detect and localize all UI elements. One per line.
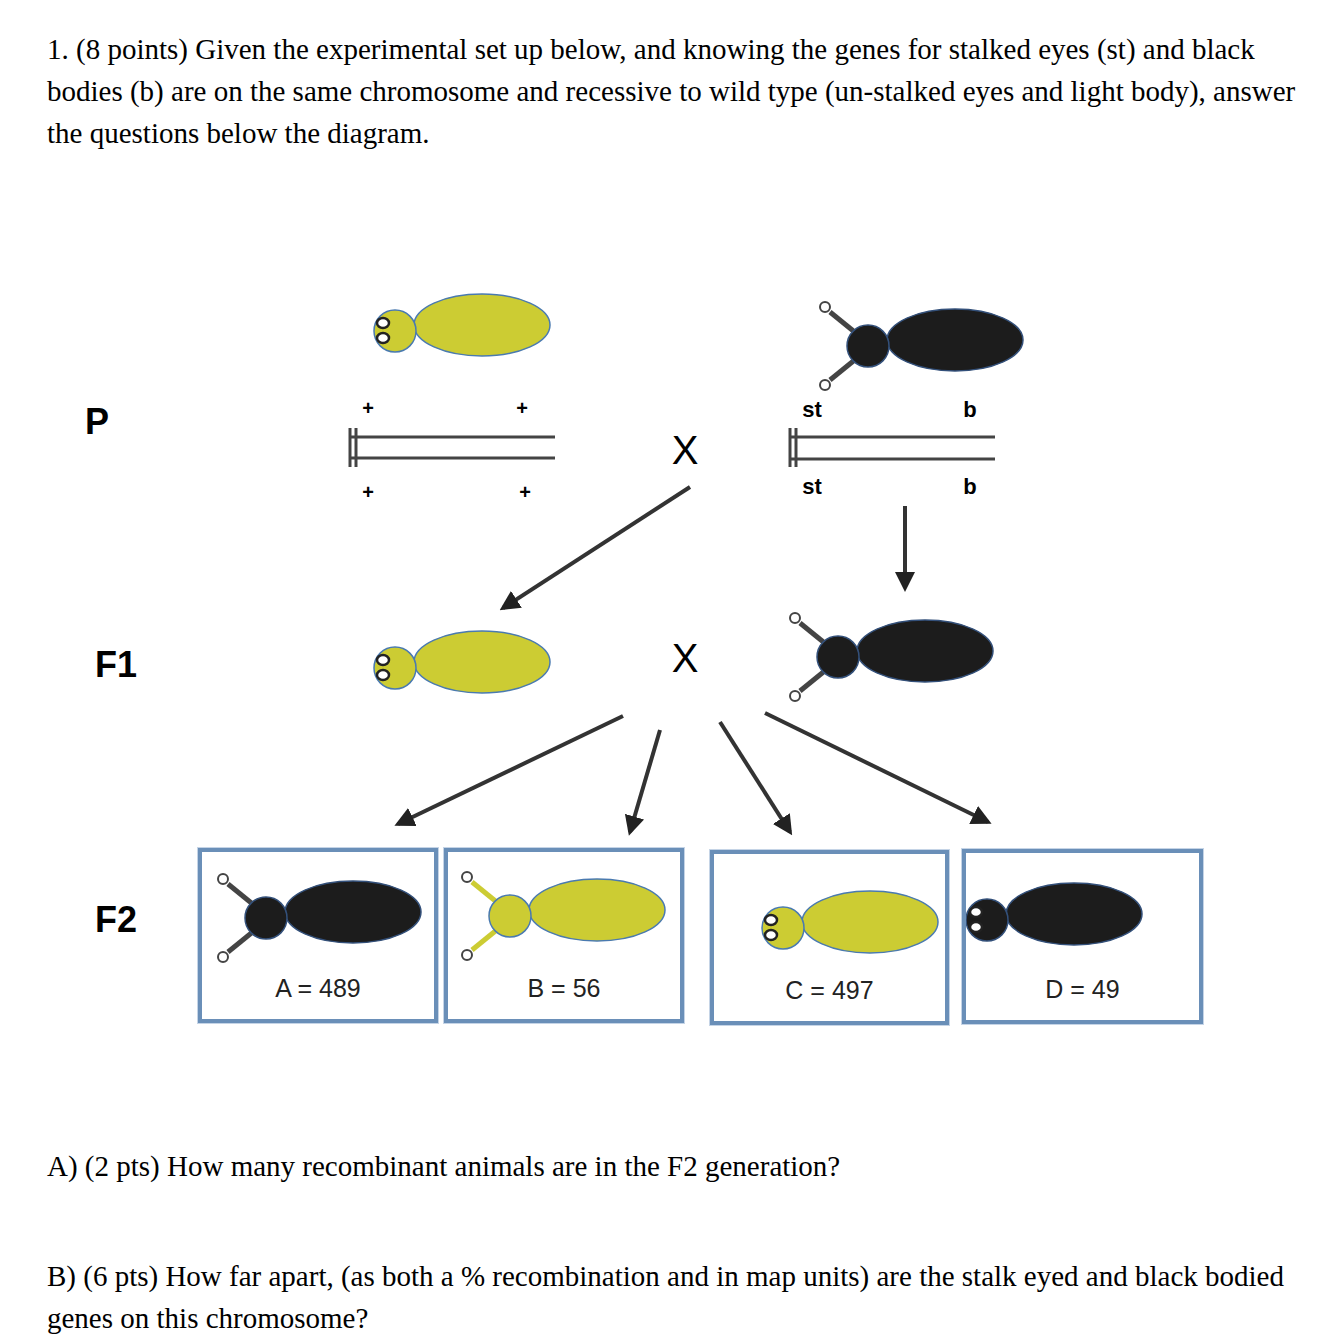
question-text: A) (2 pts) How many recombinant animals … xyxy=(47,1145,1319,1187)
cross-symbol: X xyxy=(672,430,699,470)
offspring-box: A = 489 xyxy=(198,848,438,1023)
offspring-count: D = 49 xyxy=(1045,975,1119,1020)
stalk-black-fly xyxy=(820,302,1023,390)
allele-symbol: + xyxy=(519,482,531,502)
offspring-box: C = 497 xyxy=(710,850,949,1025)
allele-symbol: + xyxy=(362,482,374,502)
wild-type-fly xyxy=(374,631,550,693)
wild-type-fly xyxy=(762,891,938,953)
offspring-count: B = 56 xyxy=(528,974,601,1019)
stalk-black-fly xyxy=(218,874,421,962)
chromosome-pair xyxy=(350,428,555,467)
cross-symbol: X xyxy=(672,638,699,678)
allele-symbol: b xyxy=(963,476,976,498)
generation-label: P xyxy=(85,404,109,440)
offspring-count: A = 489 xyxy=(275,974,361,1019)
allele-symbol: st xyxy=(802,399,822,421)
offspring-count: C = 497 xyxy=(785,976,873,1021)
allele-symbol: b xyxy=(963,399,976,421)
allele-symbol: st xyxy=(802,476,822,498)
offspring-box: D = 49 xyxy=(962,849,1203,1024)
question-heading: 1. (8 points) Given the experimental set… xyxy=(47,28,1319,154)
stalk-black-fly xyxy=(790,613,993,701)
black-body-fly xyxy=(966,883,1142,945)
chromosome-pair xyxy=(790,428,995,467)
stalk-light-fly xyxy=(462,872,665,960)
wild-type-fly xyxy=(374,294,550,356)
generation-label: F1 xyxy=(95,647,137,683)
allele-symbol: + xyxy=(516,398,528,418)
question-text: B) (6 pts) How far apart, (as both a % r… xyxy=(47,1255,1319,1339)
cross-arrow xyxy=(398,487,988,832)
allele-symbol: + xyxy=(362,398,374,418)
offspring-box: B = 56 xyxy=(444,848,684,1023)
generation-label: F2 xyxy=(95,902,137,938)
